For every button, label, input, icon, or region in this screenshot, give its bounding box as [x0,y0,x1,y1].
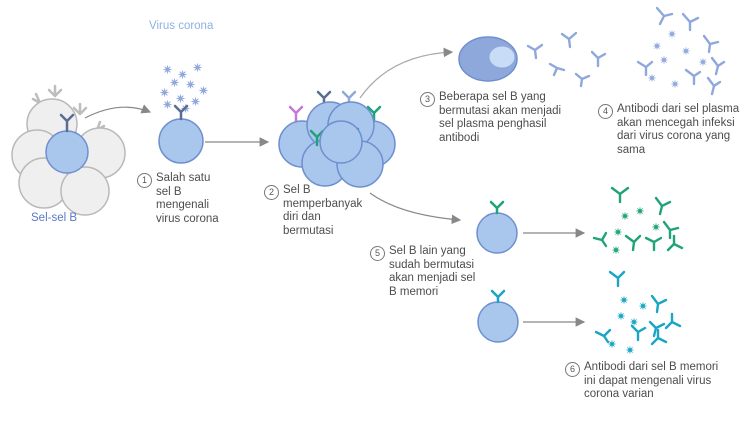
plasma-cell [458,36,518,82]
arrow-to-plasma [359,47,454,99]
step2-number: 2 [264,185,279,200]
b-cell-cluster [11,84,126,216]
step3-text: Beberapa sel B yang bermutasi akan menja… [439,91,562,144]
variant-viruses-green [612,207,660,254]
neutralized-viruses [648,30,707,88]
step4-number: 4 [598,104,613,119]
step2-text: Sel B memperbanyak diri dan bermutasi [283,184,363,237]
antibodies-blue [526,6,726,96]
arrow-to-memory [369,192,462,225]
virus-particles [160,63,208,113]
step6-text: Antibodi dari sel B memori ini dapat men… [584,361,719,400]
memory-cell-teal [477,289,519,343]
step6-number: 6 [565,362,580,377]
antibodies-teal [594,270,682,346]
proliferating-cells [278,90,396,188]
step3-number: 3 [420,92,435,107]
step5-text: Sel B lain yang sudah bermutasi akan men… [389,245,476,298]
recognizing-b-cell [45,113,89,174]
step4-text: Antibodi dari sel plasma akan mencegah i… [617,103,740,156]
b-cells-label: Sel-sel B [31,212,78,224]
variant-viruses-teal [608,296,647,354]
antibodies-green [592,186,684,252]
step1-text: Salah satu sel B mengenali virus corona [156,172,219,225]
arrow-cluster-to-cell1 [84,104,152,119]
step1-number: 1 [137,173,152,188]
step5-number: 5 [370,246,385,261]
virus-label: Virus corona [149,20,214,32]
cell-step1 [158,104,204,164]
memory-cell-green [476,200,518,254]
